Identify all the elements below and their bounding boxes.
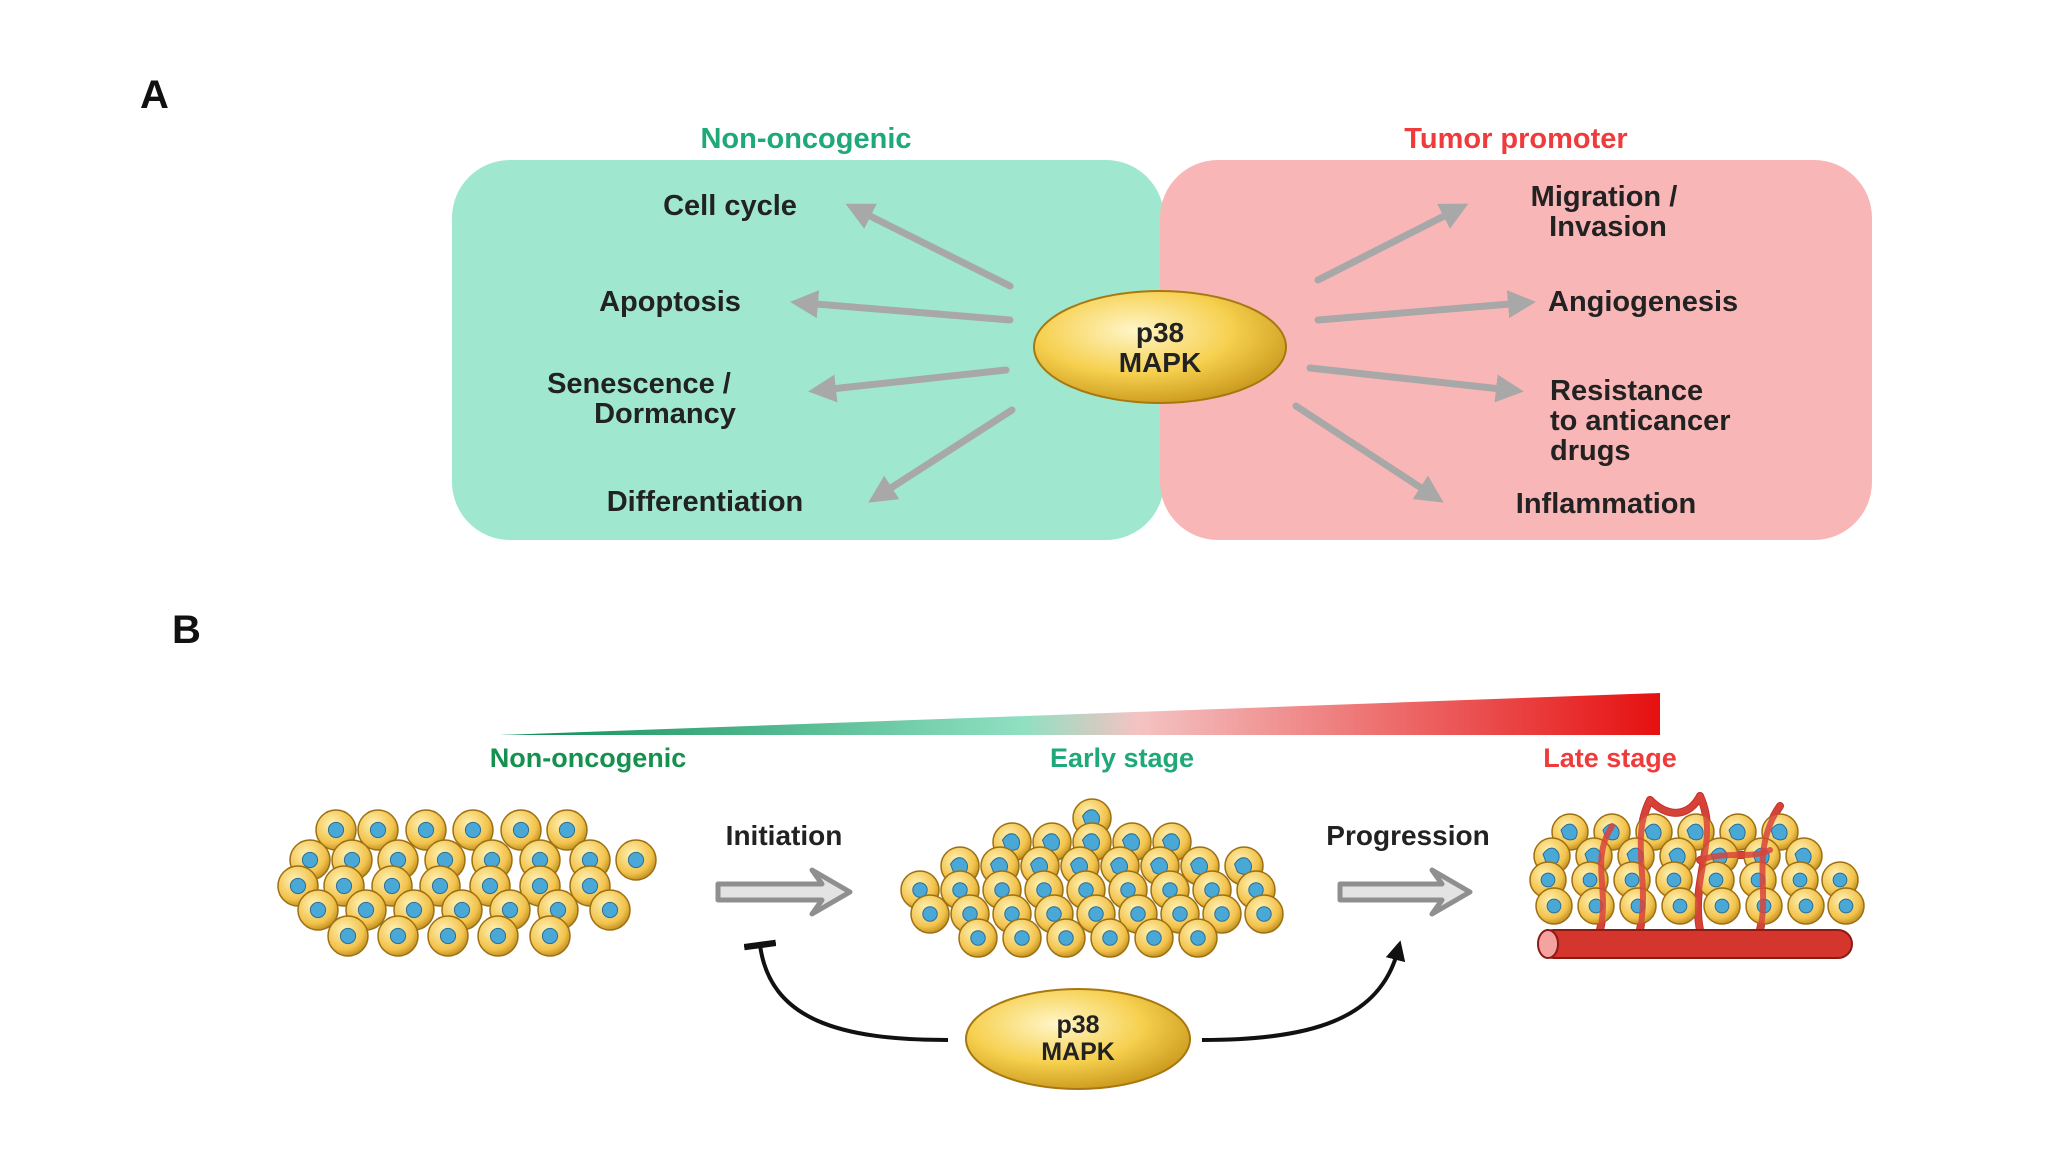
cell: [1535, 887, 1573, 925]
p38-mapk-node-a: p38 MAPK: [1033, 290, 1287, 404]
arrow-resistance: [1306, 364, 1524, 403]
panel-a-letter: A: [140, 73, 169, 117]
cell: [615, 839, 657, 881]
cell: [1244, 894, 1284, 934]
vessel-branch: [1637, 797, 1653, 933]
p38-label-b: p38: [1056, 1011, 1099, 1039]
cell: [1090, 918, 1130, 958]
promotion-curve: [1201, 940, 1406, 1042]
arrow-inflammation: [1292, 402, 1444, 503]
cell: [500, 809, 542, 851]
cell: [1703, 887, 1741, 925]
cell: [1024, 870, 1064, 910]
inhibition-curve: [743, 939, 949, 1042]
initiation-label: Initiation: [726, 820, 843, 851]
cell: [546, 809, 588, 851]
cell: [529, 915, 571, 957]
cell: [357, 809, 399, 851]
vessel-branch: [1647, 793, 1703, 816]
early-tumor-cluster: [900, 798, 1284, 958]
cell: [958, 918, 998, 958]
tumor-promoter-title: Tumor promoter: [1404, 123, 1627, 155]
migration-label: Migration / Invasion: [1531, 181, 1686, 243]
non-oncogenic-title: Non-oncogenic: [700, 123, 911, 155]
vessel-branch: [1757, 803, 1783, 933]
differentiation-label: Differentiation: [607, 486, 804, 518]
stage-label-late: Late stage: [1543, 743, 1677, 773]
vessel-branch: [1597, 823, 1615, 933]
cell: [1787, 887, 1825, 925]
stage-label-non-oncogenic: Non-oncogenic: [490, 743, 687, 773]
cell: [1178, 918, 1218, 958]
panel-b-letter: B: [172, 608, 201, 652]
arrow-senescence: [808, 366, 1010, 403]
resistance-label: Resistance to anticancer drugs: [1550, 375, 1739, 467]
cell: [1134, 918, 1174, 958]
cell: [1577, 887, 1615, 925]
cell: [477, 915, 519, 957]
cell: [427, 915, 469, 957]
cell: [1202, 894, 1242, 934]
cell: [1046, 918, 1086, 958]
mapk-label-b: MAPK: [1041, 1038, 1115, 1066]
non-oncogenic-box: [452, 160, 1164, 540]
blood-vessel: [1537, 929, 1853, 959]
arrow-angiogenesis: [1314, 290, 1536, 324]
tumor-promoter-box: [1160, 160, 1872, 540]
vessel-branch: [1697, 847, 1773, 863]
cell: [910, 894, 950, 934]
cell: [327, 915, 369, 957]
mapk-label-a: MAPK: [1119, 347, 1201, 378]
arrow-apoptosis: [790, 290, 1014, 324]
arrow-cell-cycle: [845, 203, 1014, 290]
progression-arrow: [1337, 867, 1473, 917]
cell: [1827, 887, 1865, 925]
arrow-migration: [1314, 203, 1469, 284]
cell: [452, 809, 494, 851]
effect-arrows: [790, 203, 1536, 503]
cell: [1619, 887, 1657, 925]
initiation-arrow: [715, 867, 853, 917]
normal-cell-cluster: [277, 809, 657, 957]
p38-label-a: p38: [1136, 317, 1184, 348]
progression-gradient-wedge: [500, 693, 1660, 735]
cell: [589, 889, 631, 931]
cell: [1002, 918, 1042, 958]
stage-label-early: Early stage: [1050, 743, 1194, 773]
cell-cycle-label: Cell cycle: [663, 190, 797, 222]
cell: [297, 889, 339, 931]
late-tumor-cluster: [1529, 793, 1865, 933]
cell: [377, 915, 419, 957]
p38-mapk-node-b: p38 MAPK: [965, 988, 1191, 1090]
inflammation-label: Inflammation: [1516, 488, 1696, 520]
cell: [405, 809, 447, 851]
cell: [1066, 870, 1106, 910]
angiogenesis-label: Angiogenesis: [1548, 286, 1738, 318]
apoptosis-label: Apoptosis: [599, 286, 741, 318]
senescence-label: Senescence / Dormancy: [547, 368, 739, 430]
cell: [1661, 887, 1699, 925]
p38-mapk-ball-a: [1033, 290, 1287, 404]
arrow-differentiation: [868, 406, 1016, 503]
p38-mapk-ball-b: [965, 988, 1191, 1090]
progression-label: Progression: [1326, 820, 1489, 851]
